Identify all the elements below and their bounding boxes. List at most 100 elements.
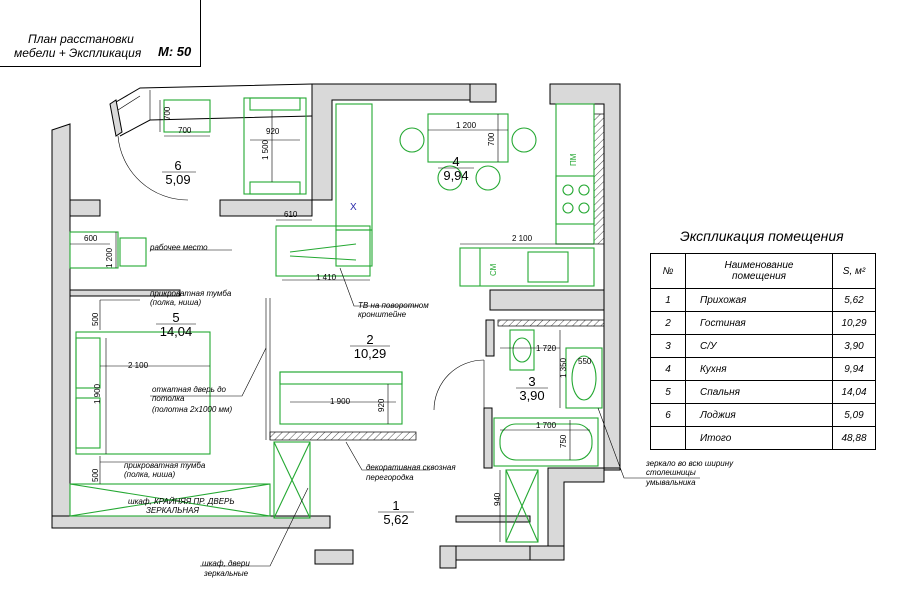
header-num: № [650, 253, 686, 289]
row-name: Прихожая [685, 288, 833, 312]
table-row: 2 Гостиная 10,29 [650, 311, 876, 335]
appliance-x-label: X [350, 202, 357, 213]
dim-750: 750 [559, 434, 568, 448]
explication-title: Экспликация помещения [680, 228, 844, 244]
dim-1900-a: 1 900 [93, 383, 102, 404]
dim-1900-b: 1 900 [330, 397, 351, 406]
table-total-row: Итого 48,88 [650, 426, 876, 450]
title-line-2: мебели + Экспликация [14, 46, 142, 60]
decorative-partition [269, 431, 417, 441]
room-1-number: 1 [392, 498, 399, 513]
room-labels: 6 5,09 4 9,94 5 14,04 2 10,29 3 3,90 1 5… [156, 154, 548, 527]
room-5-number: 5 [172, 310, 179, 325]
room-3-area: 3,90 [519, 388, 544, 403]
row-num: 4 [650, 357, 686, 381]
note-sliding-a: откатная дверь до [152, 385, 227, 394]
row-name: Спальня [685, 380, 833, 404]
total-num [650, 426, 686, 450]
note-bedside2-a: прикроватная тумба [124, 461, 206, 470]
row-area: 10,29 [832, 311, 876, 335]
header-name-a: Наименование [724, 260, 794, 271]
note-sliding-c: (полотна 2х1000 мм) [152, 405, 232, 414]
dim-1700: 1 700 [536, 421, 557, 430]
dim-600: 600 [84, 234, 98, 243]
washer-label: СМ [489, 263, 498, 276]
note-closet1-a: шкаф, КРАЙНЯЯ ПР. ДВЕРЬ [128, 497, 235, 506]
dim-1200-b: 1 200 [105, 247, 114, 268]
dim-610: 610 [284, 210, 298, 219]
dim-700-a: 700 [163, 106, 172, 120]
room-4-number: 4 [452, 154, 459, 169]
room-6-number: 6 [174, 158, 181, 173]
row-num: 1 [650, 288, 686, 312]
dim-920-a: 920 [266, 127, 280, 136]
room-2-area: 10,29 [354, 346, 387, 361]
title-line-1: План расстановки [28, 32, 134, 46]
dim-700-c: 700 [487, 132, 496, 146]
table-row: 5 Спальня 14,04 [650, 380, 876, 404]
note-workplace: рабочее место [149, 243, 208, 252]
note-partition-b: перегородка [366, 473, 414, 482]
dim-500-b: 500 [91, 468, 100, 482]
room-3-number: 3 [528, 374, 535, 389]
room-5-area: 14,04 [160, 324, 193, 339]
explication-table: № Наименование помещения S, м² 1 Прихожа… [650, 253, 876, 450]
room-1-area: 5,62 [383, 512, 408, 527]
row-num: 3 [650, 334, 686, 358]
row-area: 9,94 [832, 357, 876, 381]
loggia-outline [115, 83, 313, 200]
dim-1200-a: 1 200 [456, 121, 477, 130]
kitchen-wall-hatch [593, 113, 605, 245]
mirror-strip [497, 319, 605, 327]
dim-940: 940 [493, 492, 502, 506]
note-closet2-b: зеркальные [203, 569, 249, 578]
header-name-b: помещения [732, 271, 786, 282]
total-area: 48,88 [832, 426, 876, 450]
dim-1350: 1 350 [559, 357, 568, 378]
dim-550: 550 [578, 357, 592, 366]
table-row: 4 Кухня 9,94 [650, 357, 876, 381]
walls [51, 83, 621, 569]
note-partition-a: декоративная сквозная [366, 463, 456, 472]
row-area: 14,04 [832, 380, 876, 404]
row-name: С/У [685, 334, 833, 358]
note-bedside1-a: прикроватная тумба [150, 289, 232, 298]
note-bedside1-b: (полка, ниша) [150, 298, 201, 307]
note-tv-a: ТВ на поворотном [358, 301, 429, 310]
dishwasher-label: ПМ [569, 153, 578, 166]
row-area: 5,62 [832, 288, 876, 312]
room-2-number: 2 [366, 332, 373, 347]
dimension-lines [70, 100, 594, 542]
note-bedside2-b: (полка, ниша) [124, 470, 175, 479]
row-num: 5 [650, 380, 686, 404]
note-tv-b: кронштейне [358, 310, 407, 319]
table-row: 3 С/У 3,90 [650, 334, 876, 358]
room-4-area: 9,94 [443, 168, 468, 183]
note-closet1-b: ЗЕРКАЛЬНАЯ [146, 506, 199, 515]
note-sliding-b: потолка [152, 394, 185, 403]
note-mirror-a: зеркало во всю ширину [645, 459, 734, 468]
dim-700-b: 700 [178, 126, 192, 135]
row-name: Лоджия [685, 403, 833, 427]
title-block: План расстановки мебели + Экспликация М:… [0, 0, 201, 67]
row-area: 3,90 [832, 334, 876, 358]
scale-label: М: 50 [158, 44, 192, 59]
row-name: Кухня [685, 357, 833, 381]
table-header-row: № Наименование помещения S, м² [650, 253, 876, 289]
row-num: 2 [650, 311, 686, 335]
header-area: S, м² [832, 253, 876, 289]
dimension-labels: 700 700 920 1 500 1 200 700 610 1 410 60… [84, 106, 592, 506]
row-area: 5,09 [832, 403, 876, 427]
furniture [69, 97, 603, 543]
room-6-area: 5,09 [165, 172, 190, 187]
header-name: Наименование помещения [685, 253, 833, 289]
note-mirror-c: умывальника [645, 478, 696, 487]
row-name: Гостиная [685, 311, 833, 335]
note-mirror-b: столешницы [646, 468, 696, 477]
dim-1500: 1 500 [261, 139, 270, 160]
dim-2100-b: 2 100 [128, 361, 149, 370]
dim-1720: 1 720 [536, 344, 557, 353]
annotation-notes: рабочее место прикроватная тумба (полка,… [124, 243, 734, 578]
dim-500-a: 500 [91, 312, 100, 326]
